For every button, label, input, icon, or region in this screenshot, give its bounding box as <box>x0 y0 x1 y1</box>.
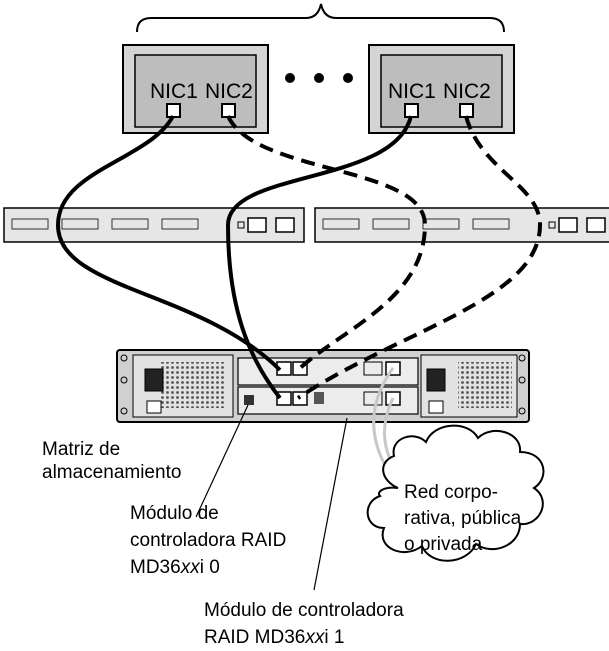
network-cloud-label-line3: o privada <box>404 534 483 555</box>
host-server-2: NIC1 NIC2 <box>368 44 515 134</box>
cable-host1-nic2-to-controller1 <box>226 115 428 372</box>
raid-module-0-label-line3: MD36xxi 0 <box>130 554 286 581</box>
storage-array-label: Matriz de almacenamiento <box>42 438 181 484</box>
raid-module-0-model-italic: xx <box>180 557 200 578</box>
raid-module-0-label: Módulo de controladora RAID MD36xxi 0 <box>130 500 286 581</box>
host-server-1: NIC1 NIC2 <box>122 44 269 134</box>
network-switch-2 <box>314 207 609 243</box>
raid-module-0-label-line2: controladora RAID <box>130 530 287 551</box>
storage-array-label-line2: almacenamiento <box>42 462 182 483</box>
raid-module-1-label-line1: Módulo de controladora <box>204 600 404 621</box>
raid-module-0-label-line1: Módulo de <box>130 503 219 524</box>
host-1-nic2-label: NIC2 <box>205 80 253 103</box>
host-2-nic1-label: NIC1 <box>388 80 436 103</box>
host-1-nic2-port <box>221 103 236 118</box>
host-2-nic2-port <box>459 103 474 118</box>
more-hosts-ellipsis <box>285 73 353 83</box>
raid-module-1-model-prefix: RAID MD36 <box>204 627 306 648</box>
raid-module-1-model-italic: xx <box>305 627 325 648</box>
raid-module-0-model-prefix: MD36 <box>130 557 181 578</box>
cable-host1-nic1-to-controller0 <box>55 115 282 372</box>
storage-array-label-line1: Matriz de <box>42 439 121 460</box>
host-1-nic1-port <box>166 103 181 118</box>
network-cloud-label-line2: rativa, pública <box>404 508 522 529</box>
raid-module-0-model-suffix: i 0 <box>199 557 220 578</box>
cable-host2-nic2-to-controller1 <box>296 115 543 400</box>
leader-raid-module-0 <box>195 404 249 518</box>
network-cloud-label: Red corpo- rativa, pública o privada <box>404 480 521 558</box>
raid-module-1-label-line2: RAID MD36xxi 1 <box>204 624 404 651</box>
host-2-nic2-label: NIC2 <box>443 80 491 103</box>
raid-module-1-model-suffix: i 1 <box>324 627 345 648</box>
host-2-nic1-port <box>404 103 419 118</box>
cable-host2-nic1-to-controller0 <box>225 115 413 400</box>
host-1-nic1-label: NIC1 <box>150 80 198 103</box>
host-group-brace <box>136 3 505 33</box>
leader-raid-module-1 <box>313 417 348 591</box>
storage-array <box>116 349 530 423</box>
network-cloud-label-line1: Red corpo- <box>404 482 498 503</box>
raid-module-1-label: Módulo de controladora RAID MD36xxi 1 <box>204 597 404 651</box>
network-cloud <box>366 424 545 562</box>
network-switch-1 <box>3 207 305 243</box>
